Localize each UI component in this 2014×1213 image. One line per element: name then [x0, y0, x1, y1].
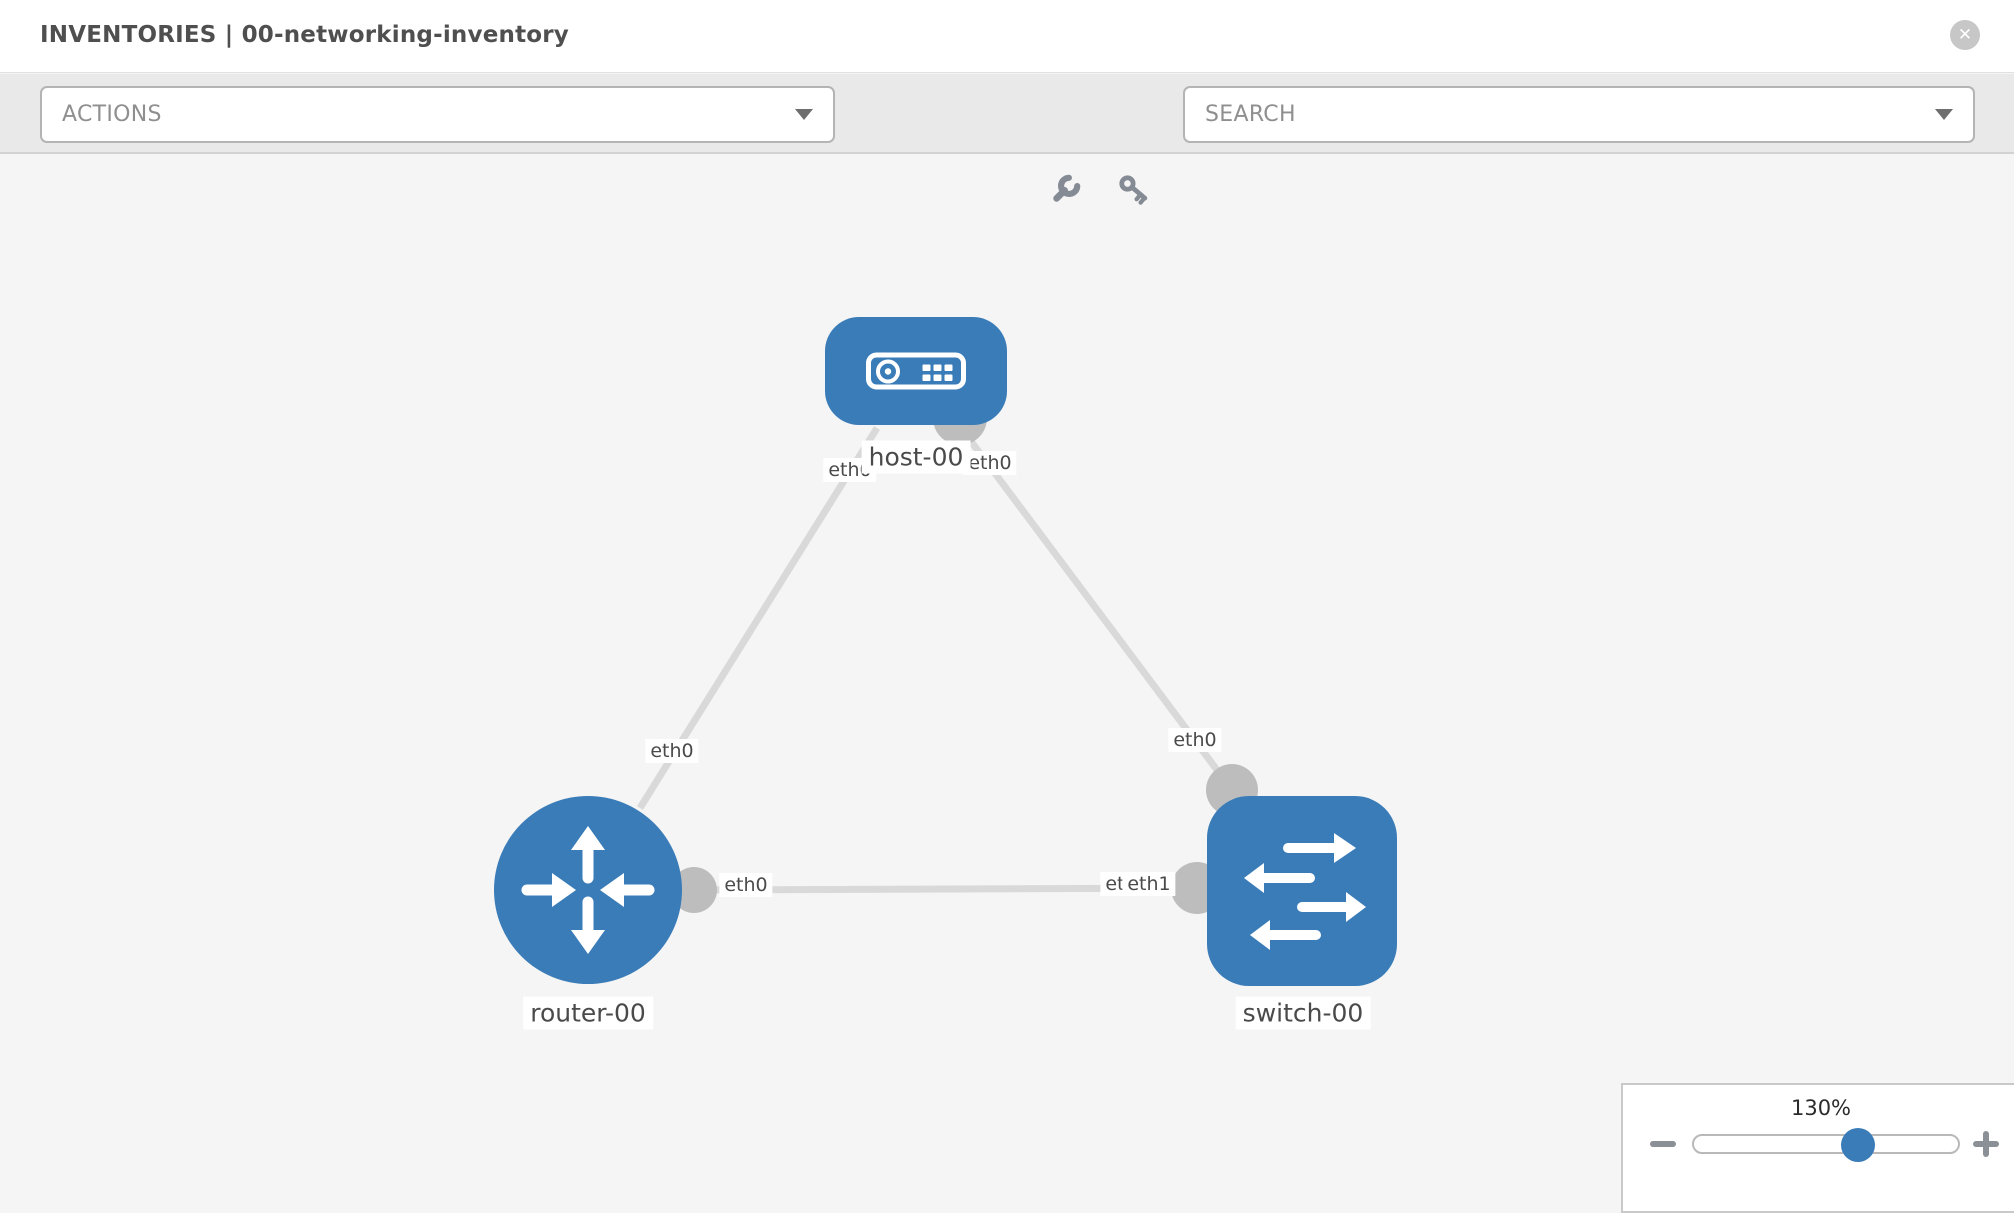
actions-dropdown-label: ACTIONS	[62, 102, 162, 127]
node-label-router-00[interactable]: router-00	[523, 996, 653, 1030]
chevron-down-icon	[1935, 109, 1953, 120]
zoom-slider-track[interactable]	[1692, 1128, 1960, 1162]
search-dropdown-label: SEARCH	[1205, 102, 1296, 127]
topology-canvas[interactable]: eth0eth0eth0eth0eth0eth0eth1host-00route…	[0, 156, 2014, 1200]
node-label-switch-00[interactable]: switch-00	[1235, 996, 1371, 1030]
switch-icon	[1244, 833, 1366, 950]
page-title: INVENTORIES | 00-networking-inventory	[40, 22, 569, 48]
zoom-in-button[interactable]	[1971, 1128, 2001, 1158]
zoom-slider-handle[interactable]	[1841, 1128, 1875, 1162]
zoom-panel: 130%	[1621, 1083, 2014, 1213]
host-icon	[866, 352, 966, 390]
zoom-out-button[interactable]	[1648, 1128, 1678, 1158]
zoom-level-text: 130%	[1790, 1096, 1852, 1120]
router-icon	[521, 826, 655, 954]
node-host-00[interactable]	[825, 317, 1007, 425]
key-icon[interactable]	[1115, 170, 1153, 208]
topology-svg	[494, 317, 1397, 986]
connector-router-00-right	[671, 867, 717, 913]
actions-dropdown[interactable]: ACTIONS	[40, 86, 835, 143]
interface-label-4-eth0: eth0	[719, 873, 773, 897]
interface-label-1-eth0: eth0	[963, 451, 1017, 475]
search-dropdown[interactable]: SEARCH	[1183, 86, 1975, 143]
interface-label-6-eth1: eth1	[1122, 872, 1176, 896]
node-router-00[interactable]	[494, 796, 682, 984]
toolbar: ACTIONS SEARCH	[0, 74, 2014, 205]
chevron-down-icon	[795, 109, 813, 120]
node-switch-00[interactable]	[1207, 796, 1397, 986]
node-label-host-00[interactable]: host-00	[861, 440, 971, 474]
close-icon[interactable]: ✕	[1950, 20, 1980, 50]
interface-label-2-eth0: eth0	[645, 739, 699, 763]
close-x-glyph: ✕	[1957, 24, 1973, 45]
wrench-icon[interactable]	[1047, 170, 1085, 208]
interface-label-3-eth0: eth0	[1168, 728, 1222, 752]
page-header: INVENTORIES | 00-networking-inventory ✕	[0, 0, 2014, 73]
